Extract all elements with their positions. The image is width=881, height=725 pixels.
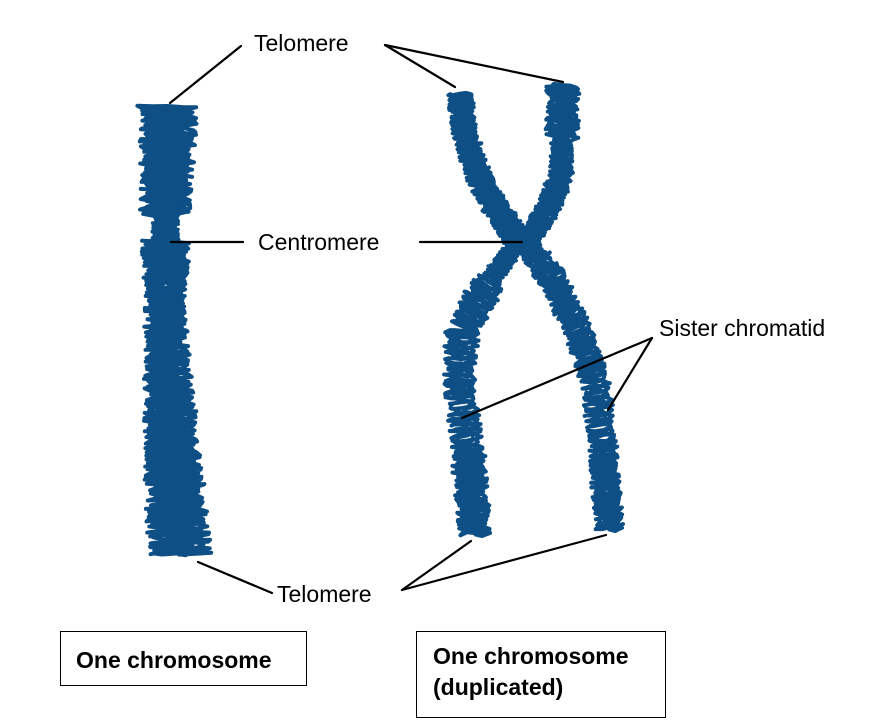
chromatin-single-overlay: [143, 105, 195, 558]
leader-telomere-single-top: [168, 44, 243, 105]
centromere-knot: [509, 235, 537, 251]
chromatin-left-chromatid: [442, 90, 530, 538]
chromatin-single: [135, 103, 214, 557]
label-sister-chromatid: Sister chromatid: [659, 315, 826, 341]
leader-telomere-dup-left-bottom: [400, 539, 473, 592]
chromatin-strands: [135, 81, 625, 558]
caption-one-chromosome-text: One chromosome: [76, 647, 272, 673]
leader-sister-left: [460, 336, 654, 420]
leader-telomere-dup-right-top: [383, 43, 565, 84]
leader-lines: [168, 43, 654, 595]
leader-sister-right: [606, 336, 654, 412]
caption-one-chromosome-duplicated: One chromosome (duplicated): [416, 631, 666, 718]
leader-telomere-dup-left-top: [383, 43, 457, 89]
leader-telomere-single-bottom: [196, 560, 274, 595]
leader-telomere-dup-right-bottom: [400, 533, 608, 592]
chromatin-left-chromatid-overlay: [449, 93, 527, 537]
chromatin-right-chromatid: [514, 81, 625, 534]
label-telomere-bottom: Telomere: [277, 581, 372, 607]
caption-duplicated-line1: One chromosome: [433, 643, 629, 669]
caption-one-chromosome: One chromosome: [60, 631, 307, 686]
caption-duplicated-line2: (duplicated): [433, 674, 564, 700]
label-telomere-top: Telomere: [254, 30, 349, 56]
label-centromere: Centromere: [258, 229, 380, 255]
chromatin-right-chromatid-overlay: [516, 84, 620, 533]
